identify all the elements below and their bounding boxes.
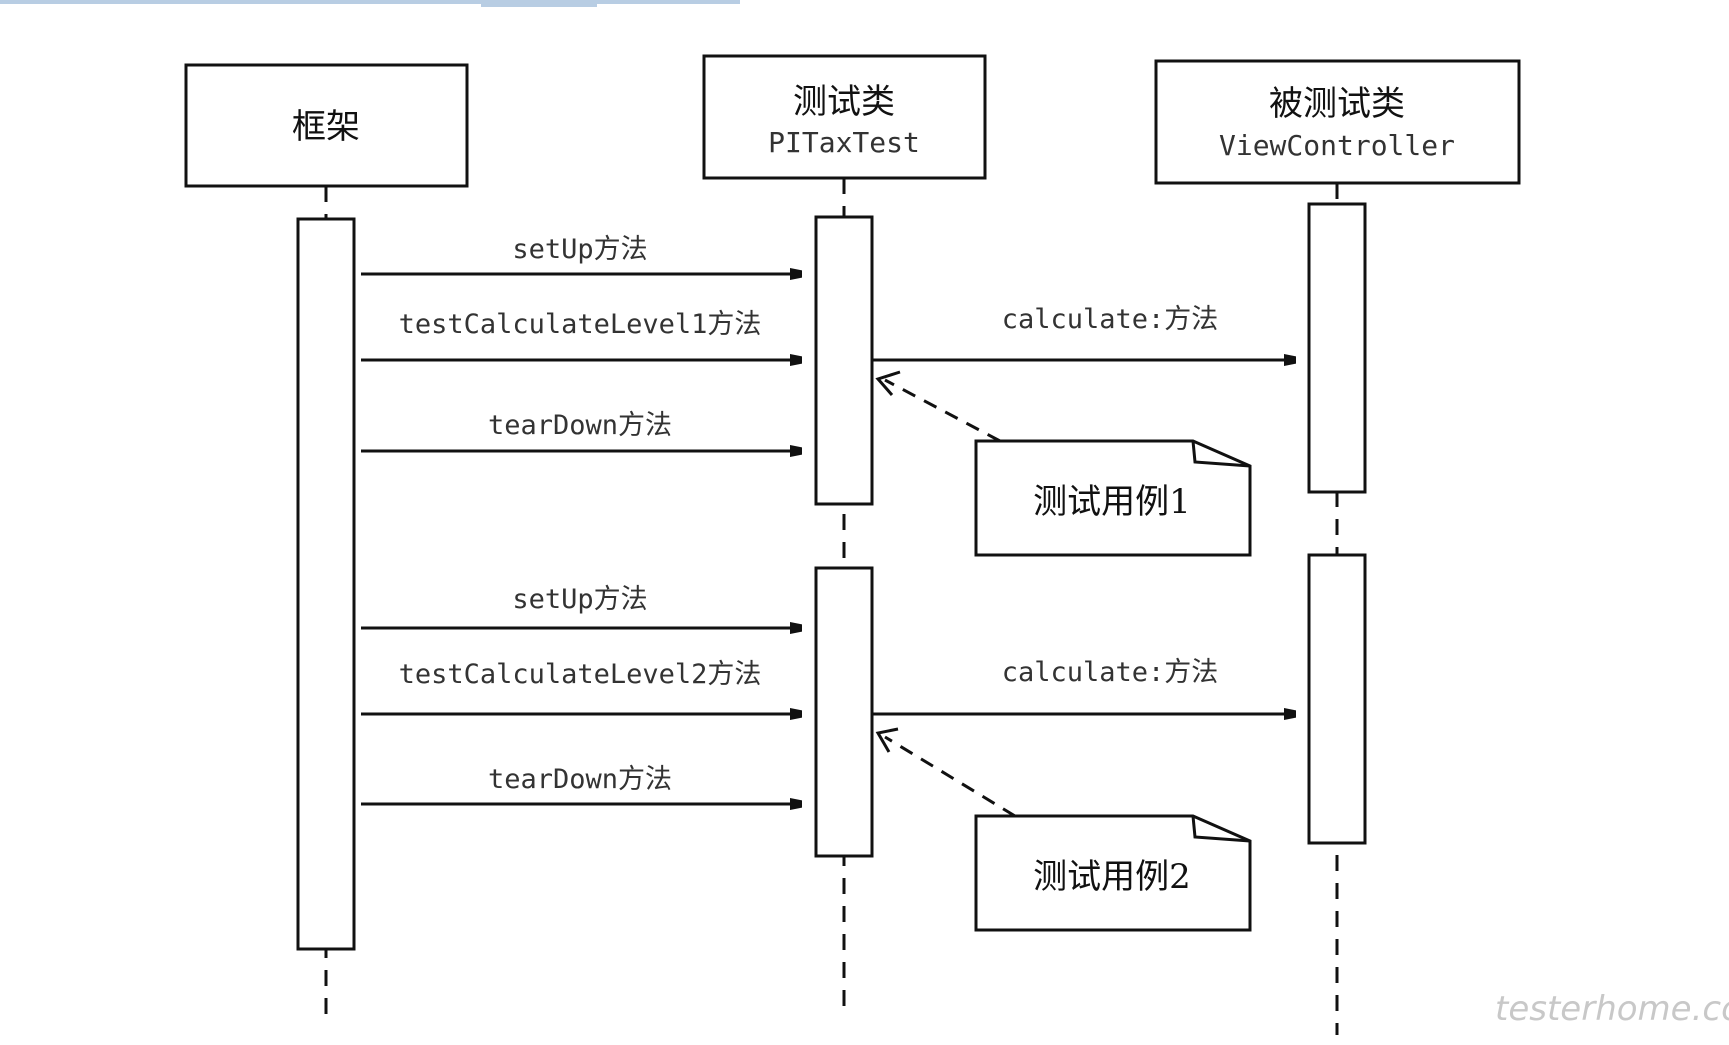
label-test-level1: testCalculateLevel1方法 (399, 309, 762, 340)
label-calculate-2: calculate:方法 (1002, 657, 1219, 688)
note-test-case-2-label: 测试用例2 (1033, 857, 1191, 897)
activation-tested-class-2 (1307, 553, 1367, 845)
note-link-2 (884, 735, 1016, 818)
participant-tested-class-title: 被测试类 (1269, 84, 1405, 124)
participant-test-class-subtitle: PITaxTest (768, 126, 920, 159)
note-test-case-1-label: 测试用例1 (1033, 482, 1191, 522)
top-accent-segment (481, 0, 597, 7)
participant-framework: 框架 (184, 63, 469, 188)
note-link-1-arrowhead (875, 370, 901, 396)
label-teardown-2: tearDown方法 (488, 764, 672, 795)
note-link-1 (884, 378, 1001, 443)
label-teardown-1: tearDown方法 (488, 410, 672, 441)
label-setup-1: setUp方法 (512, 234, 647, 265)
activation-test-class-2 (814, 566, 874, 858)
participant-tested-class: 被测试类 ViewController (1154, 59, 1521, 185)
note-link-2-arrowhead (875, 727, 899, 753)
participant-test-class-title: 测试类 (793, 82, 895, 122)
note-test-case-2: 测试用例2 (974, 814, 1252, 932)
top-accent-bar (0, 0, 740, 4)
note-test-case-1: 测试用例1 (974, 439, 1252, 557)
participant-tested-class-subtitle: ViewController (1219, 129, 1455, 162)
label-setup-2: setUp方法 (512, 584, 647, 615)
watermark: testerhome.com (1495, 989, 1729, 1029)
participant-test-class: 测试类 PITaxTest (702, 54, 987, 180)
activation-framework (296, 217, 356, 951)
label-calculate-1: calculate:方法 (1002, 304, 1219, 335)
participant-framework-title: 框架 (292, 107, 360, 147)
activation-tested-class-1 (1307, 202, 1367, 494)
label-test-level2: testCalculateLevel2方法 (399, 659, 762, 690)
activation-test-class-1 (814, 215, 874, 506)
